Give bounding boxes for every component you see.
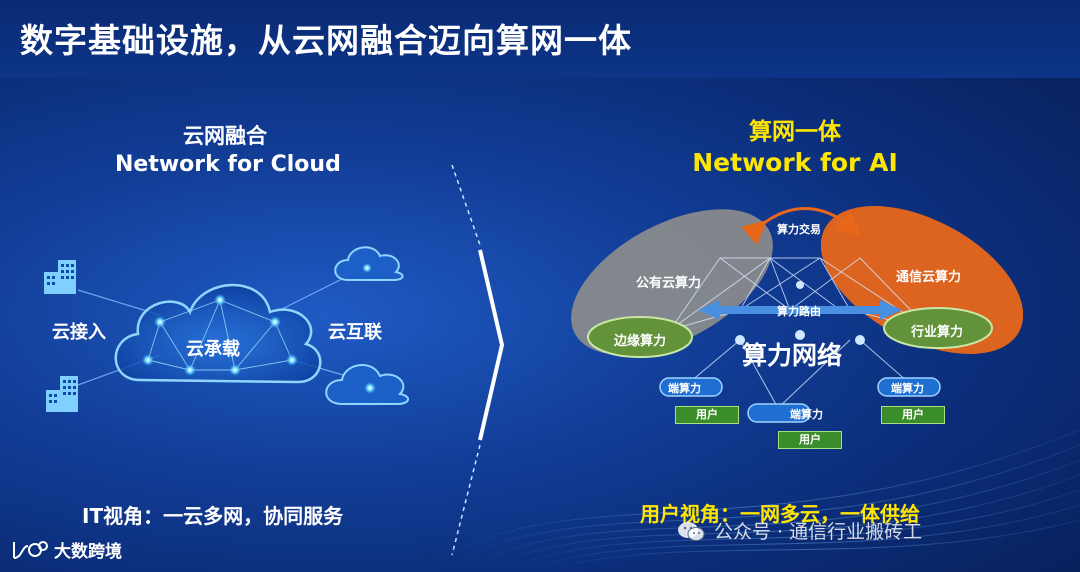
user-badge-2: 用户 [778,431,842,449]
page-title: 数字基础设施，从云网融合迈向算网一体 [20,21,632,60]
endpoint-pill [877,377,941,397]
compute-network-diagram [571,206,1024,423]
building-icon-top [44,260,76,294]
left-heading-en: Network for Cloud [115,152,341,177]
network-nodes [142,294,298,376]
building-icon-bottom [46,376,78,412]
telecom-cloud-label: 通信云算力 [896,270,962,285]
brand-icon [13,541,48,559]
wechat-icon [678,521,705,541]
left-heading: 云网融合 Network for Cloud [115,120,341,177]
right-heading-en: Network for AI [692,148,898,177]
brand-name: 大数跨境 [54,541,122,562]
endpoint-label-3: 端算力 [891,382,924,395]
edge-compute-label: 边缘算力 [614,334,667,349]
endpoint-label-2: 端算力 [790,408,823,421]
routing-arrow [698,300,902,320]
industry-compute-node [883,307,993,349]
watermark-text: 公众号 · 通信行业搬砖工 [714,521,923,543]
trade-arrow [741,207,862,245]
right-heading-cn: 算网一体 [749,119,841,145]
title-bar: 数字基础设施，从云网融合迈向算网一体 [0,0,1080,78]
endpoint-pill [747,403,811,423]
endpoint-label-1: 端算力 [668,382,701,395]
public-cloud-label: 公有云算力 [636,276,702,291]
compute-routing-label: 算力路由 [777,305,821,318]
watermark: 公众号 · 通信行业搬砖工 [676,517,922,544]
cloud-interconnect-label: 云互联 [328,322,382,343]
user-badge-1: 用户 [675,406,739,424]
edge-compute-node [587,316,693,358]
user-badge-3: 用户 [881,406,945,424]
right-heading: 算网一体 Network for AI [680,112,910,177]
main-cloud-shape [114,283,322,384]
it-perspective-text: IT视角：一云多网，协同服务 [82,504,344,528]
compute-trade-label: 算力交易 [777,223,821,236]
industry-compute-label: 行业算力 [911,325,964,340]
brand-logo: 大数跨境 [10,536,122,562]
cloud-network-diagram [44,246,409,412]
cloud-access-label: 云接入 [52,322,106,343]
cloud-carrier-label: 云承载 [186,339,240,360]
left-heading-cn: 云网融合 [183,124,267,148]
panel-divider [451,165,505,556]
compute-network-label: 算力网络 [742,341,843,370]
endpoint-pill [659,377,723,397]
